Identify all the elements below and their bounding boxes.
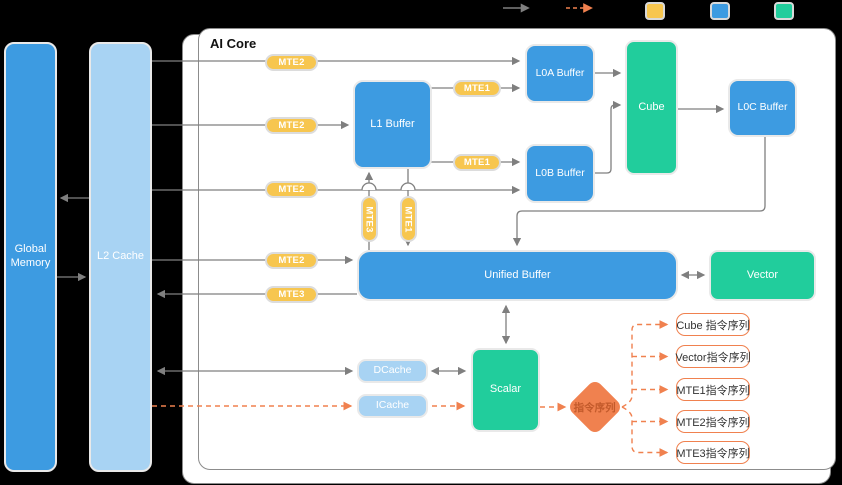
dcache-label: DCache: [373, 364, 412, 377]
cube-queue-box: Cube 指令序列: [676, 313, 750, 336]
arrow-diamond-to-cube-queue: [621, 319, 669, 408]
l1-buffer-label: L1 Buffer: [370, 117, 415, 130]
mte3-queue-box: MTE3指令序列: [676, 441, 750, 464]
arrow-diamond-to-mte3-queue: [621, 406, 669, 458]
legend-solid-arrow: [500, 1, 536, 20]
cube-label: Cube: [638, 100, 665, 113]
icache-block: ICache: [357, 394, 428, 418]
legend-mte-swatch: [645, 2, 665, 20]
unified-buffer-label: Unified Buffer: [484, 268, 551, 281]
l2-cache-label: L2 Cache: [96, 250, 145, 263]
unified-buffer-block: Unified Buffer: [357, 250, 678, 301]
mte3-pill-vertical: MTE3: [361, 196, 378, 242]
mte1-pill-vertical: MTE1: [400, 196, 417, 242]
l0c-buffer-label: L0C Buffer: [737, 101, 788, 114]
line-hop: [400, 182, 416, 191]
arrow-l0b-to-cube: [595, 100, 622, 174]
mte2-queue-box: MTE2指令序列: [676, 410, 750, 433]
l2-cache-block: L2 Cache: [89, 42, 152, 472]
mte2-pill-row3: MTE2: [265, 181, 318, 198]
cube-unit-block: Cube: [625, 40, 678, 175]
l0a-buffer-label: L0A Buffer: [535, 66, 585, 79]
mte1-queue-box: MTE1指令序列: [676, 378, 750, 401]
line-hop: [361, 182, 377, 191]
l0c-buffer-block: L0C Buffer: [728, 79, 797, 137]
global-memory-label: Global Memory: [10, 243, 51, 269]
instruction-sequence-label: 指令序列: [574, 401, 616, 414]
legend-dashed-arrow: [563, 1, 599, 20]
global-memory-block: Global Memory: [4, 42, 57, 472]
l0b-buffer-label: L0B Buffer: [535, 166, 585, 179]
mte1-pill-l0b: MTE1: [453, 154, 501, 171]
l0b-buffer-block: L0B Buffer: [525, 144, 595, 203]
mte2-pill-row2: MTE2: [265, 117, 318, 134]
ai-core-title: AI Core: [210, 36, 257, 51]
arrow-l0c-to-ub: [512, 137, 766, 247]
mte2-pill-row1: MTE2: [265, 54, 318, 71]
dcache-block: DCache: [357, 359, 428, 383]
legend-buffer-swatch: [710, 2, 730, 20]
mte3-pill-row5: MTE3: [265, 286, 318, 303]
l1-buffer-block: L1 Buffer: [353, 80, 432, 169]
legend-compute-swatch: [774, 2, 794, 20]
scalar-label: Scalar: [489, 383, 522, 396]
vector-label: Vector: [746, 268, 779, 281]
l0a-buffer-block: L0A Buffer: [525, 44, 595, 103]
icache-label: ICache: [375, 399, 410, 412]
vector-queue-box: Vector指令序列: [675, 345, 751, 368]
mte2-pill-row4: MTE2: [265, 252, 318, 269]
scalar-unit-block: Scalar: [471, 348, 540, 432]
vector-unit-block: Vector: [709, 250, 816, 301]
mte1-pill-l0a: MTE1: [453, 80, 501, 97]
